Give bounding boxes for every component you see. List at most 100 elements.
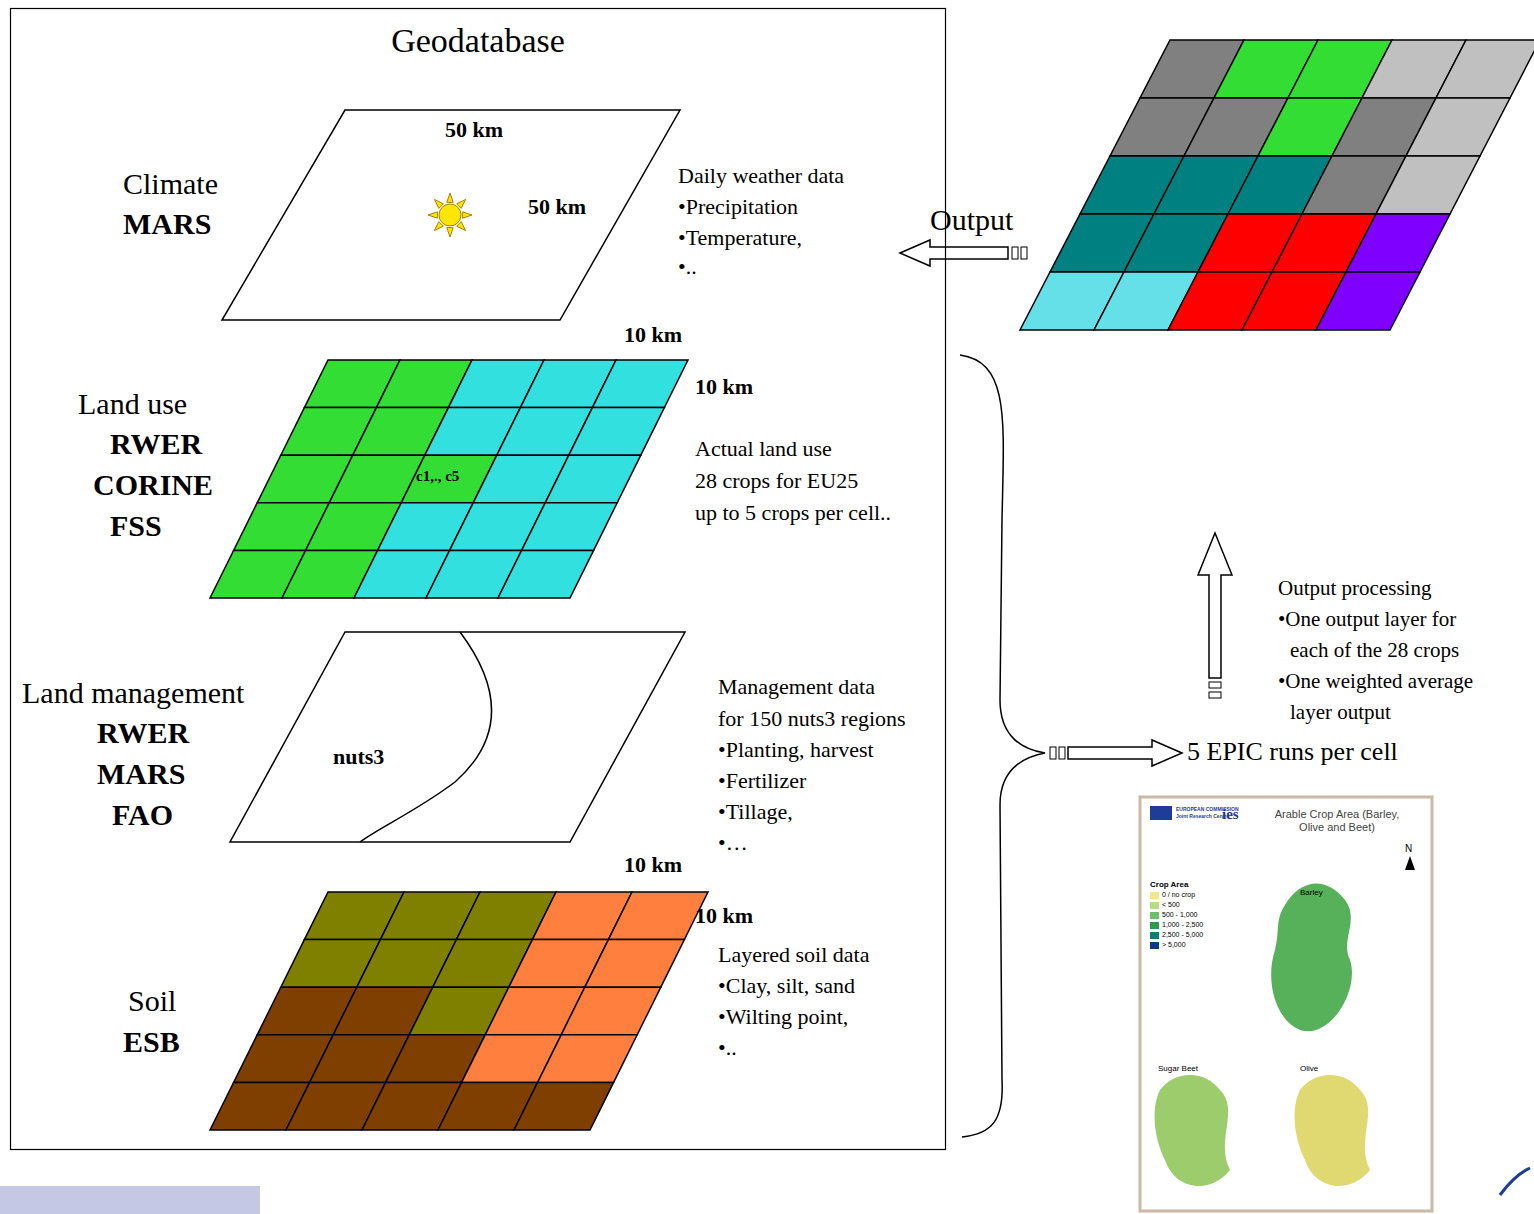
sun-ray <box>447 193 453 202</box>
layer-note: Management data <box>718 674 875 699</box>
grid-cell <box>522 503 618 551</box>
grid-cell <box>545 455 641 503</box>
arrow-tail <box>1209 682 1221 688</box>
layer-note: •.. <box>718 1035 737 1060</box>
data-layer: 50 km 50 km <box>222 110 680 320</box>
layer-shape <box>230 632 685 842</box>
legend-swatch <box>1150 922 1159 929</box>
legend-text: < 500 <box>1162 901 1180 909</box>
legend-text: > 5,000 <box>1162 941 1186 949</box>
dimension-label: 10 km <box>624 322 682 347</box>
sun-ray <box>447 228 453 237</box>
map-panel-title: Barley <box>1300 888 1323 897</box>
grid-cell <box>538 1035 638 1083</box>
source-name: FSS <box>110 509 162 544</box>
legend-swatch <box>1150 932 1159 939</box>
legend-swatch <box>1150 942 1159 949</box>
europe-map <box>1155 1075 1230 1186</box>
grid-cell <box>1346 214 1450 272</box>
map-title: Arable Crop Area (Barley, Olive and Beet… <box>1262 808 1412 833</box>
grid-cell <box>561 987 661 1035</box>
arrow-tail <box>1012 247 1018 259</box>
layer-note: for 150 nuts3 regions <box>718 706 906 731</box>
layer-note: Actual land use <box>695 436 832 461</box>
dimension-label: 10 km <box>695 374 753 399</box>
layer-note: •.. <box>678 254 697 279</box>
sun-ray <box>428 212 437 218</box>
map-thumbnail <box>1140 797 1432 1211</box>
up-arrow <box>1198 533 1232 678</box>
layer-note: up to 5 crops per cell.. <box>695 500 891 525</box>
footer-bar <box>0 1186 260 1214</box>
sun-symbol <box>439 204 461 226</box>
arrow-tail <box>1021 247 1027 259</box>
diagram-title: Geodatabase <box>391 22 565 59</box>
north-arrow <box>1405 856 1415 870</box>
legend-swatch <box>1150 912 1159 919</box>
source-name: MARS <box>123 207 211 242</box>
dimension-label: 50 km <box>445 118 503 142</box>
legend-swatch <box>1150 902 1159 909</box>
grid-cell <box>1436 40 1534 98</box>
layer-name: Climate <box>123 167 218 202</box>
layer-note: •Wilting point, <box>718 1004 848 1029</box>
layer-note: •Fertilizer <box>718 768 806 793</box>
grid-cell <box>1316 272 1420 330</box>
dimension-label: c1,., c5 <box>416 468 459 485</box>
dimension-label: nuts3 <box>333 745 384 769</box>
sun-ray <box>463 212 472 218</box>
right-arrow <box>1068 740 1182 766</box>
grid-cell <box>608 892 708 940</box>
north-label: N <box>1405 843 1412 855</box>
process-note: layer output <box>1290 700 1391 724</box>
layer-note: •Planting, harvest <box>718 737 874 762</box>
grid-cell <box>592 360 688 408</box>
layer-note: •Clay, silt, sand <box>718 973 855 998</box>
output-arrow <box>900 240 1008 266</box>
output-grid <box>1020 40 1534 330</box>
process-step: 5 EPIC runs per cell <box>1187 737 1398 767</box>
layer-note: Layered soil data <box>718 942 870 967</box>
eu-flag <box>1150 806 1172 820</box>
legend-text: 2,500 - 5,000 <box>1162 931 1203 939</box>
grid-cell <box>1376 156 1480 214</box>
grid-cell <box>569 408 665 456</box>
legend-title: Crop Area <box>1150 880 1188 889</box>
grid-cell <box>498 550 594 598</box>
layer-name: Land management <box>22 676 244 711</box>
source-name: ESB <box>123 1025 180 1060</box>
map-header: Joint Research Centre <box>1176 814 1229 820</box>
arrow-tail <box>1209 692 1221 698</box>
layer-name: Land use <box>78 387 187 422</box>
frame-border <box>11 9 946 1150</box>
map-panel-title: Olive <box>1300 1064 1318 1073</box>
arrow-tail <box>1059 747 1065 759</box>
grid-cell <box>585 940 685 988</box>
layer-name: Soil <box>128 984 176 1019</box>
land-use-grid <box>210 360 688 598</box>
climate-layer <box>222 110 680 320</box>
europe-map <box>1271 884 1352 1032</box>
legend-text: 0 / no crop <box>1162 891 1195 899</box>
process-note: Output processing <box>1278 576 1431 600</box>
data-layer: c1,., c5 <box>210 360 688 598</box>
source-name: RWER <box>110 427 202 462</box>
grid-cell <box>514 1082 614 1130</box>
region-boundary <box>360 632 491 842</box>
dimension-label: 50 km <box>528 195 586 219</box>
source-name: MARS <box>97 757 185 792</box>
bracket <box>960 355 1045 1137</box>
legend-swatch <box>1150 892 1159 899</box>
map-panel-title: Sugar Beet <box>1158 1064 1198 1073</box>
data-layer: nuts3 <box>230 632 685 842</box>
europe-map <box>1295 1075 1370 1186</box>
arrow-tail <box>1050 747 1056 759</box>
layer-note: •… <box>718 830 748 855</box>
process-note: •One weighted average <box>1278 669 1473 693</box>
logo-swoosh <box>1500 1168 1530 1195</box>
layer-note: Daily weather data <box>678 163 844 188</box>
legend-text: 1,000 - 2,500 <box>1162 921 1203 929</box>
legend-text: 500 - 1,000 <box>1162 911 1197 919</box>
map-logo: ies <box>1222 806 1239 823</box>
dimension-label: 10 km <box>695 903 753 928</box>
